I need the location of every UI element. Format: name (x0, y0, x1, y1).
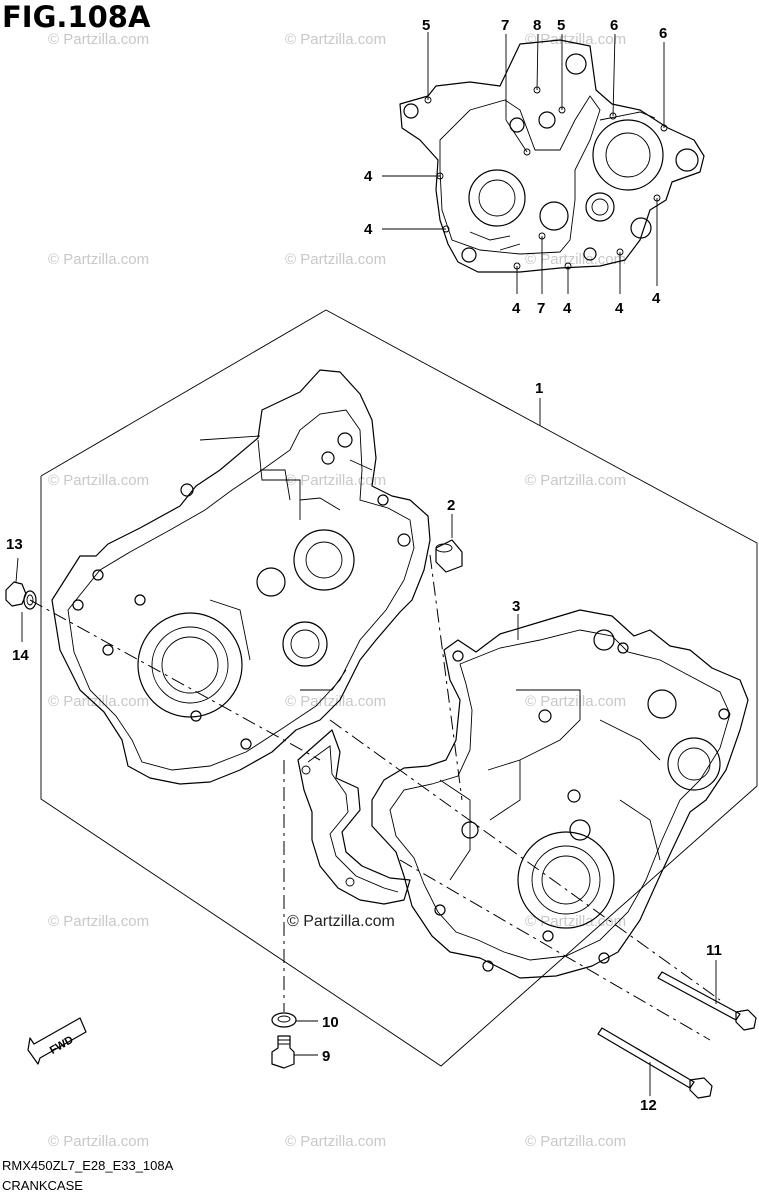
crankcase-inset (382, 32, 705, 294)
bolt-long-2 (597, 1027, 713, 1099)
callout-12: 12 (640, 1097, 657, 1114)
watermark: © Partzilla.com (525, 472, 626, 489)
plug-and-washer (5, 557, 37, 642)
callout-4: 4 (563, 300, 572, 317)
callout-13: 13 (6, 536, 23, 553)
callout-10: 10 (322, 1014, 339, 1031)
callout-14: 14 (12, 647, 29, 664)
callout-4: 4 (512, 300, 521, 317)
watermark-layer: © Partzilla.com © Partzilla.com © Partzi… (48, 31, 626, 1150)
callout-2: 2 (447, 497, 455, 514)
watermark: © Partzilla.com (48, 472, 149, 489)
callout-11: 11 (706, 942, 722, 959)
watermark-center: © Partzilla.com (287, 913, 395, 930)
callout-3: 3 (512, 598, 520, 615)
callout-6: 6 (610, 17, 618, 34)
figure-title: FIG.108A (2, 0, 151, 34)
watermark: © Partzilla.com (48, 31, 149, 48)
callout-6: 6 (659, 25, 667, 42)
assembly-frame (40, 309, 758, 1067)
fwd-label: FWD (48, 1034, 76, 1057)
crankcase-left-half (51, 369, 431, 785)
callout-8: 8 (533, 17, 541, 34)
watermark: © Partzilla.com (525, 693, 626, 710)
watermark: © Partzilla.com (285, 693, 386, 710)
bolt-long (657, 960, 757, 1031)
callout-7: 7 (537, 300, 545, 317)
gasket (297, 729, 411, 905)
callout-5: 5 (422, 17, 430, 34)
callout-5: 5 (557, 17, 565, 34)
watermark: © Partzilla.com (525, 251, 626, 268)
dowel-pin (435, 514, 463, 573)
model-code: RMX450ZL7_E28_E33_108A (2, 1158, 174, 1173)
callout-4: 4 (364, 168, 373, 185)
watermark: © Partzilla.com (525, 1133, 626, 1150)
washer-and-bolt (271, 1012, 318, 1069)
crankcase-right-half (371, 609, 749, 979)
watermark: © Partzilla.com (48, 693, 149, 710)
watermark: © Partzilla.com (525, 31, 626, 48)
watermark: © Partzilla.com (285, 251, 386, 268)
callout-4: 4 (652, 290, 661, 307)
callout-4: 4 (364, 221, 373, 238)
section-name: CRANKCASE (2, 1178, 83, 1193)
watermark: © Partzilla.com (48, 1133, 149, 1150)
watermark: © Partzilla.com (285, 1133, 386, 1150)
watermark: © Partzilla.com (285, 31, 386, 48)
callout-9: 9 (322, 1048, 330, 1065)
callout-1: 1 (535, 380, 543, 397)
alignment-lines (29, 554, 721, 1041)
callout-4: 4 (615, 300, 624, 317)
callout-7: 7 (501, 17, 509, 34)
watermark: © Partzilla.com (48, 251, 149, 268)
watermark: © Partzilla.com (48, 913, 149, 930)
fwd-arrow-icon: FWD (27, 1017, 87, 1065)
